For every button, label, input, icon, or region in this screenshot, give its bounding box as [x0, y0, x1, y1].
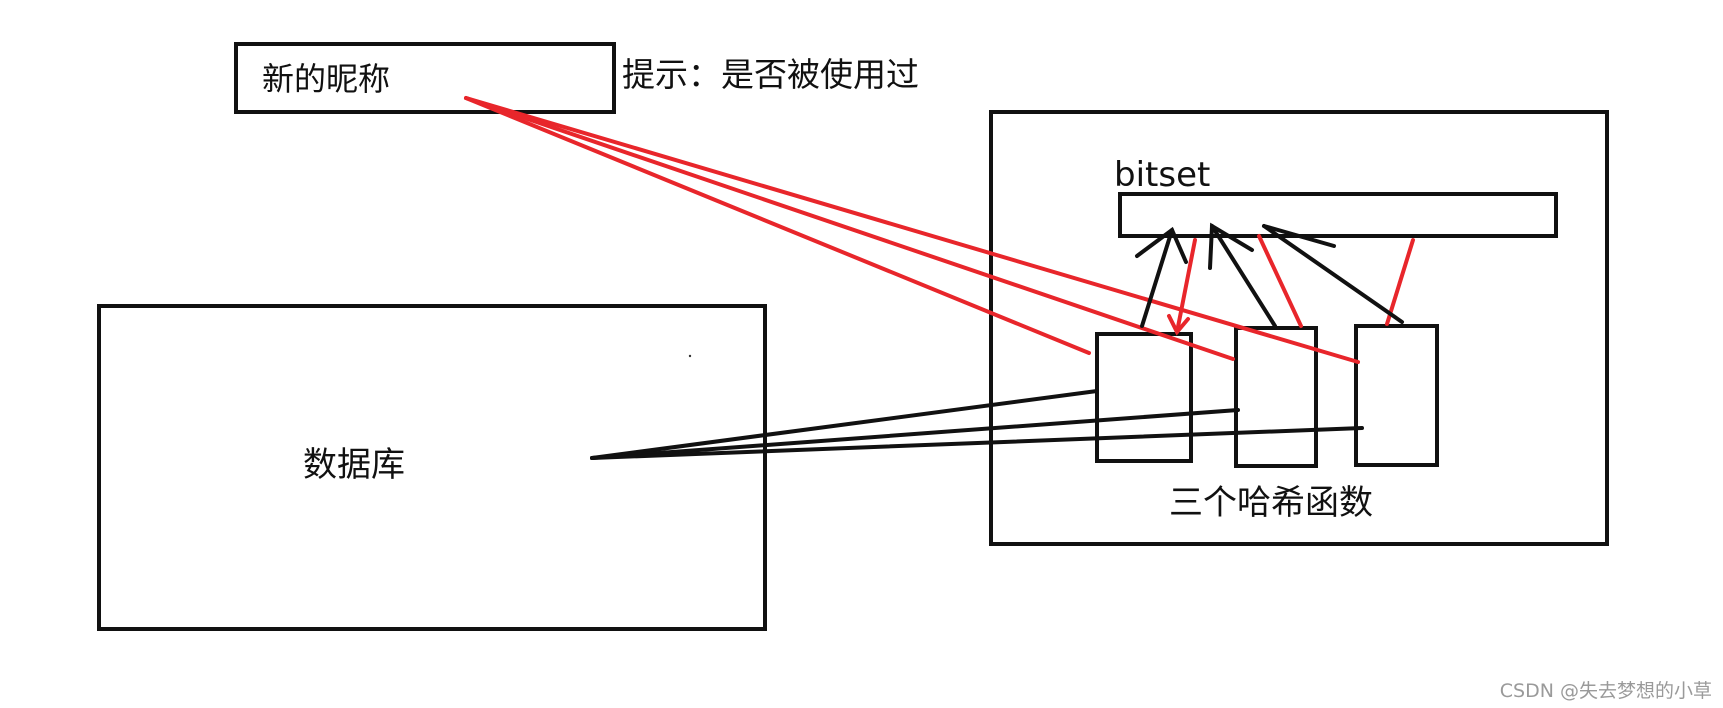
red-arrow-1	[1175, 238, 1197, 334]
db-line-to-hash-3	[590, 426, 1364, 460]
black-bitset-arrows	[1135, 222, 1404, 328]
db-line-to-hash-1	[590, 389, 1099, 460]
red-line-to-hash-3	[464, 96, 1360, 364]
database-lines	[590, 389, 1364, 460]
black-arrow-3	[1262, 224, 1404, 324]
red-arrow-1-head	[1167, 314, 1190, 336]
hint-text: 提示：是否被使用过	[622, 55, 919, 94]
db-line-to-hash-2	[590, 408, 1240, 460]
red-arrow-2	[1257, 234, 1303, 328]
hash-function-box-2	[1234, 326, 1318, 468]
database-box	[97, 304, 767, 631]
nickname-input-box	[234, 42, 616, 114]
red-bitset-arrows	[1167, 234, 1415, 336]
hash-function-box-3	[1354, 324, 1439, 467]
black-arrow-1-head	[1135, 226, 1188, 264]
black-arrow-1	[1140, 228, 1174, 328]
black-arrow-3-head	[1262, 224, 1336, 248]
red-line-to-hash-1	[464, 96, 1091, 355]
database-label: 数据库	[303, 445, 405, 485]
watermark: CSDN @失去梦想的小草	[1500, 680, 1712, 702]
red-input-lines	[464, 96, 1360, 364]
bloom-filter-container	[989, 110, 1609, 546]
nickname-input-label: 新的昵称	[262, 60, 390, 98]
bitset-bar	[1118, 192, 1558, 238]
bitset-label: bitset	[1114, 155, 1210, 195]
hash-functions-label: 三个哈希函数	[1169, 483, 1373, 523]
black-arrow-2-head	[1208, 222, 1254, 270]
red-line-to-hash-2	[464, 96, 1235, 361]
black-arrow-2	[1210, 224, 1277, 328]
stray-dot	[688, 354, 692, 358]
hash-function-box-1	[1095, 332, 1193, 463]
red-arrow-3	[1385, 238, 1415, 326]
